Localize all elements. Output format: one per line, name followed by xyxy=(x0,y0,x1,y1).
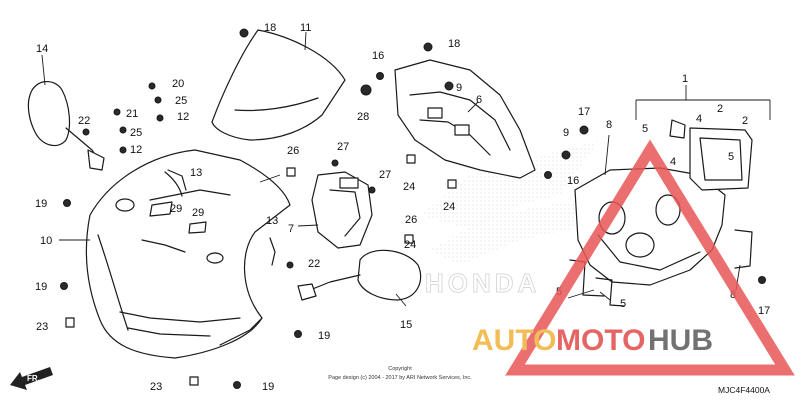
callout-2b: 2 xyxy=(742,115,748,127)
callout-29b: 29 xyxy=(192,207,204,219)
callout-19a: 19 xyxy=(35,198,47,210)
callout-22a: 22 xyxy=(78,115,90,127)
callout-16b: 16 xyxy=(567,175,579,187)
copyright-line-2: Page design (c) 2004 - 2017 by ARI Netwo… xyxy=(328,375,472,381)
callout-20: 20 xyxy=(172,78,184,90)
copyright-line-1: Copyright xyxy=(388,366,412,372)
callout-13b: 13 xyxy=(266,215,278,227)
part-upper-cowl xyxy=(85,149,291,359)
callout-18a: 18 xyxy=(264,22,276,34)
callout-27b: 27 xyxy=(379,169,391,181)
callout-17a: 17 xyxy=(578,106,590,118)
callout-25a: 25 xyxy=(175,95,187,107)
watermark-auto: AUTO xyxy=(472,324,556,357)
svg-text:HONDA: HONDA xyxy=(425,268,540,298)
callout-27a: 27 xyxy=(337,141,349,153)
part-wire-clips xyxy=(164,171,276,266)
callout-5b: 5 xyxy=(620,298,626,310)
callout-23a: 23 xyxy=(36,321,48,333)
part-left-mirror xyxy=(27,81,105,171)
callout-21: 21 xyxy=(126,108,138,120)
watermark-logo: AUTO MOTO HUB xyxy=(472,139,795,376)
direction-label: FR. xyxy=(27,374,40,383)
callout-8a: 8 xyxy=(606,119,612,131)
callout-19b: 19 xyxy=(35,281,47,293)
callout-25b: 25 xyxy=(130,127,142,139)
callout-24a: 24 xyxy=(403,181,415,193)
callout-12b: 12 xyxy=(130,144,142,156)
part-windscreen xyxy=(211,29,346,141)
callout-9a: 9 xyxy=(456,82,462,94)
callout-17b: 17 xyxy=(758,305,770,317)
front-direction-arrow: FR. xyxy=(10,367,53,390)
callout-24b: 24 xyxy=(443,201,455,213)
part-bracket xyxy=(311,171,373,249)
watermark-moto: MOTO xyxy=(556,324,645,357)
callout-15: 15 xyxy=(400,319,412,331)
callout-23b: 23 xyxy=(150,381,162,393)
callout-29a: 29 xyxy=(170,203,182,215)
callout-1: 1 xyxy=(682,73,688,85)
callout-14: 14 xyxy=(36,43,48,55)
part-right-mirror xyxy=(297,249,422,301)
callout-19d: 19 xyxy=(318,330,330,342)
honda-wing-watermark: HONDA xyxy=(420,140,610,298)
callout-18b: 18 xyxy=(448,38,460,50)
callout-16a: 16 xyxy=(372,50,384,62)
callout-9b: 9 xyxy=(563,127,569,139)
part-meter-panel xyxy=(394,59,536,179)
leader-lines xyxy=(41,31,771,307)
callout-26a: 26 xyxy=(287,145,299,157)
watermark-hub: HUB xyxy=(648,324,713,357)
callout-2a: 2 xyxy=(717,103,723,115)
callout-22b: 22 xyxy=(308,258,320,270)
fasteners xyxy=(60,28,766,389)
callout-19c: 19 xyxy=(262,381,274,393)
callout-28: 28 xyxy=(357,111,369,123)
watermark-triangle xyxy=(505,139,795,376)
callout-3a: 4 xyxy=(696,113,702,125)
callout-numbers: 14 18 11 20 25 21 12 22 25 12 13 19 10 2… xyxy=(35,22,770,393)
callout-13a: 13 xyxy=(190,167,202,179)
part-seal-ring xyxy=(669,119,753,191)
callout-7: 7 xyxy=(288,223,294,235)
callout-10: 10 xyxy=(40,235,52,247)
callout-12a: 12 xyxy=(177,111,189,123)
callout-4b: 5 xyxy=(728,151,734,163)
callout-3b: 4 xyxy=(670,156,676,168)
callout-26b: 26 xyxy=(405,214,417,226)
callout-4a: 5 xyxy=(642,123,648,135)
copyright-footer: Copyright Page design (c) 2004 - 2017 by… xyxy=(328,366,770,395)
callout-24c: 24 xyxy=(404,239,416,251)
callout-11: 11 xyxy=(300,22,311,34)
diagram-code: MJC4F4400A xyxy=(718,385,770,395)
callout-6: 6 xyxy=(476,94,482,106)
